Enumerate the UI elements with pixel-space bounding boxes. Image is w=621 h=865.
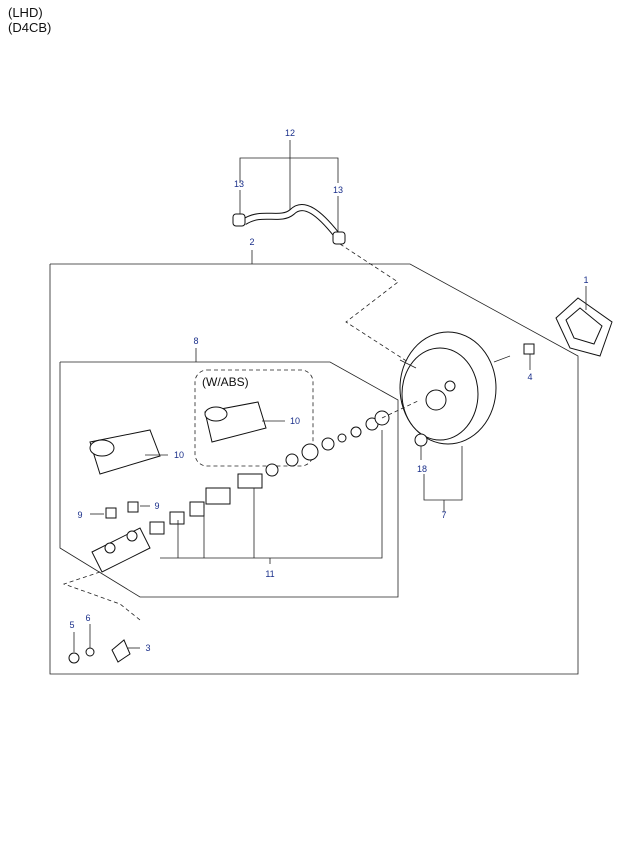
callout-6: 6 [85,613,90,623]
mc-route-dashed [62,571,141,621]
piston-secondary [205,487,231,505]
abs-inset-box [194,369,314,467]
reservoir-abs-cap [204,406,228,422]
callout-4: 4 [527,372,532,382]
callout-8: 8 [193,336,198,346]
grommet-left [105,507,117,519]
mc-port-1 [104,542,116,554]
hose-route-dashed [339,243,409,363]
header-lhd: (LHD) [8,5,43,20]
hose-clamp-right [332,231,346,245]
callout-13-left: 13 [234,179,244,189]
callout-1: 1 [583,275,588,285]
booster-check-valve [399,359,417,369]
hose-clamp-left [232,213,246,227]
reservoir-cap [89,439,115,457]
booster-port [444,380,456,392]
bracket-12 [239,157,339,183]
mc-port-2 [126,530,138,542]
callout-10: 10 [174,450,184,460]
gasket-inner [565,307,603,345]
bracket-7 [423,446,463,501]
ring-d [321,437,335,451]
ring-f [350,426,362,438]
master-cylinder-frame [59,361,399,598]
ring-a [265,463,279,477]
callout-18: 18 [417,464,427,474]
part-18 [414,433,428,447]
push-rod [237,473,263,489]
washer-6 [85,647,95,657]
callout-5: 5 [69,620,74,630]
booster-stud [493,355,511,363]
booster-center-hub [425,389,447,411]
nut-5 [68,652,80,664]
callout-7: 7 [441,510,446,520]
callout-11: 11 [265,569,274,579]
bracket-11 [160,430,383,559]
grommet-right [127,501,139,513]
callout-9-right: 9 [154,501,159,511]
seal-cup [189,501,205,517]
seal-c [301,443,319,461]
master-cylinder [91,527,151,573]
callout-10-abs: 10 [290,416,300,426]
callout-3: 3 [145,643,150,653]
callout-13-right: 13 [333,185,343,195]
callout-12: 12 [285,128,295,138]
push-rod-align [381,399,421,419]
ring-b [285,453,299,467]
callout-2: 2 [249,237,254,247]
ring-e [337,433,347,443]
piston-primary [169,511,185,525]
spring [149,521,165,535]
nut-4 [523,343,535,355]
callout-9-left: 9 [77,510,82,520]
abs-label: (W/ABS) [202,375,249,389]
outer-frame [49,263,579,675]
bracket-3 [111,639,131,663]
vacuum-hose-inner [242,205,338,236]
header-engine-code: (D4CB) [8,20,52,35]
